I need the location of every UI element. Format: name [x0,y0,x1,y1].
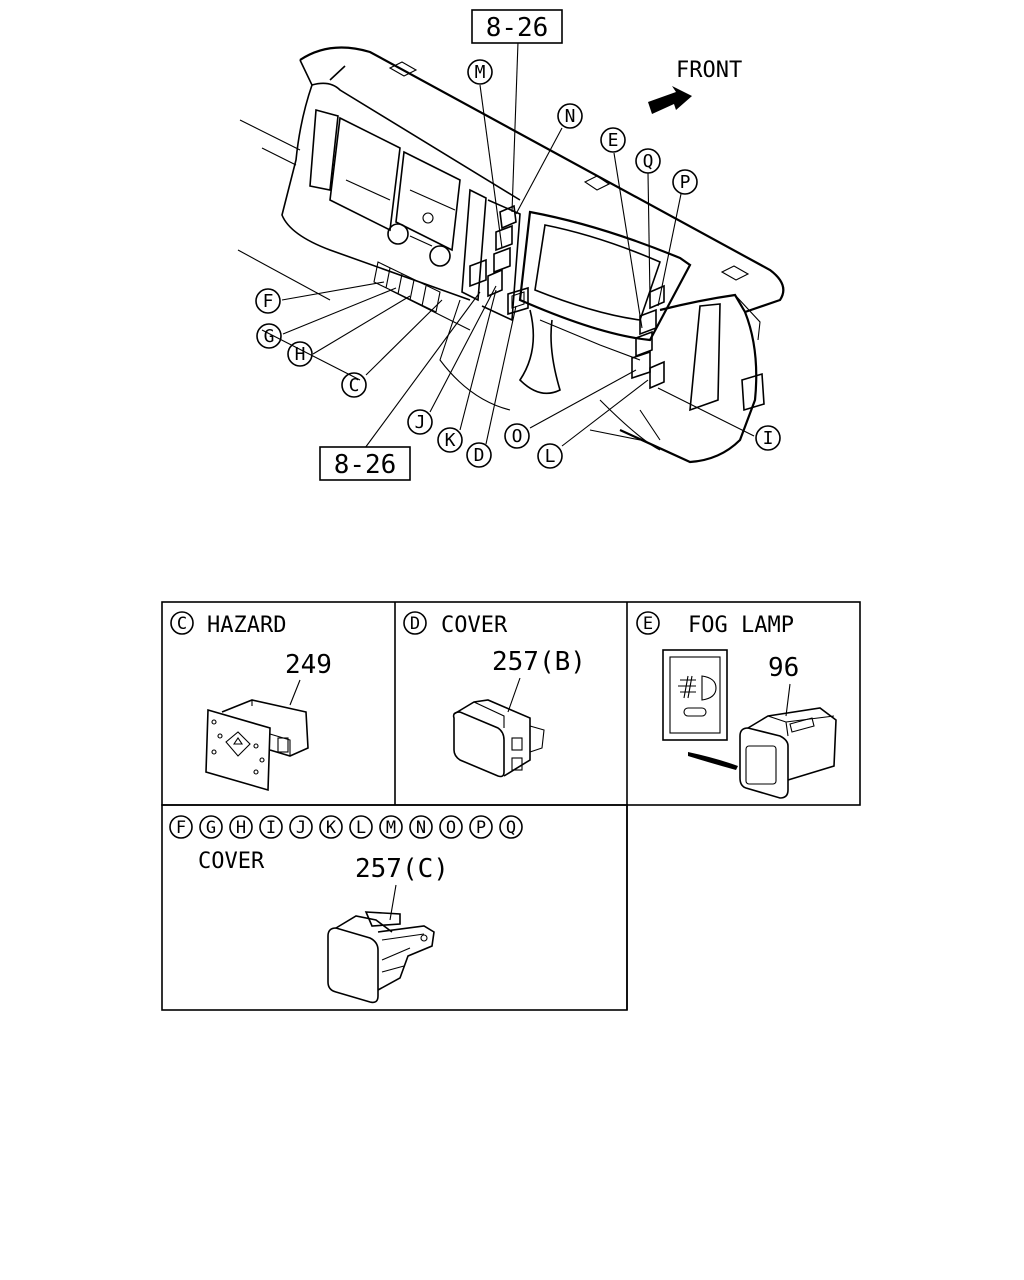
cover-b-drawing [452,677,545,778]
ref-label-top: 8-26 [486,13,549,43]
fog-lamp-name: FOG LAMP [688,613,794,638]
callout-p: P [680,172,691,193]
callout-l: L [545,446,556,467]
cover-c-letter: O [446,818,456,838]
fog-lamp-switch-drawing [662,649,837,799]
callout-o: O [512,426,523,447]
callout-q: Q [643,151,654,172]
hazard-name: HAZARD [207,613,286,638]
hazard-part-number: 249 [285,650,332,680]
cover-c-letter: M [386,818,396,838]
cover-c-letter: F [176,818,186,838]
callout-k: K [445,430,456,451]
cover-c-letter: N [416,818,426,838]
cover-c-letter: H [236,818,246,838]
cover-b-letter: D [410,614,420,634]
cover-c-letter: K [326,818,337,838]
callout-c: C [349,375,360,396]
fog-lamp-part-number: 96 [768,653,799,683]
ref-box-top [471,9,563,44]
cover-c-letter: L [356,818,366,838]
cover-b-part-number: 257(B) [492,647,586,677]
callout-g: G [264,326,275,347]
callout-i: I [763,428,774,449]
cover-c-part-number: 257(C) [355,854,449,884]
fog-lamp-letter: E [643,614,653,634]
cover-c-letter: Q [506,818,516,838]
callout-d: D [474,445,485,466]
callout-m: M [475,62,486,83]
cover-c-letter: J [296,818,306,838]
cover-c-letter: I [266,818,276,838]
ref-box-bottom [319,446,411,481]
cover-c-letter-row: F G H I J K L M N O P Q [169,815,523,839]
hazard-switch-drawing [205,679,309,792]
cover-c-drawing [327,884,435,1004]
callout-h: H [295,344,306,365]
cover-c-letter: G [206,818,216,838]
callout-e: E [608,130,619,151]
callout-n: N [565,106,576,127]
dashboard-illustration [237,41,785,464]
callout-j: J [415,412,426,433]
front-label: FRONT [676,58,742,83]
hazard-letter: C [177,614,187,634]
callout-f: F [263,291,274,312]
cover-c-name: COVER [198,849,265,874]
parts-table [161,601,861,1011]
ref-label-bottom: 8-26 [334,450,397,480]
cover-b-name: COVER [441,613,508,638]
cover-c-letter: P [476,818,486,838]
